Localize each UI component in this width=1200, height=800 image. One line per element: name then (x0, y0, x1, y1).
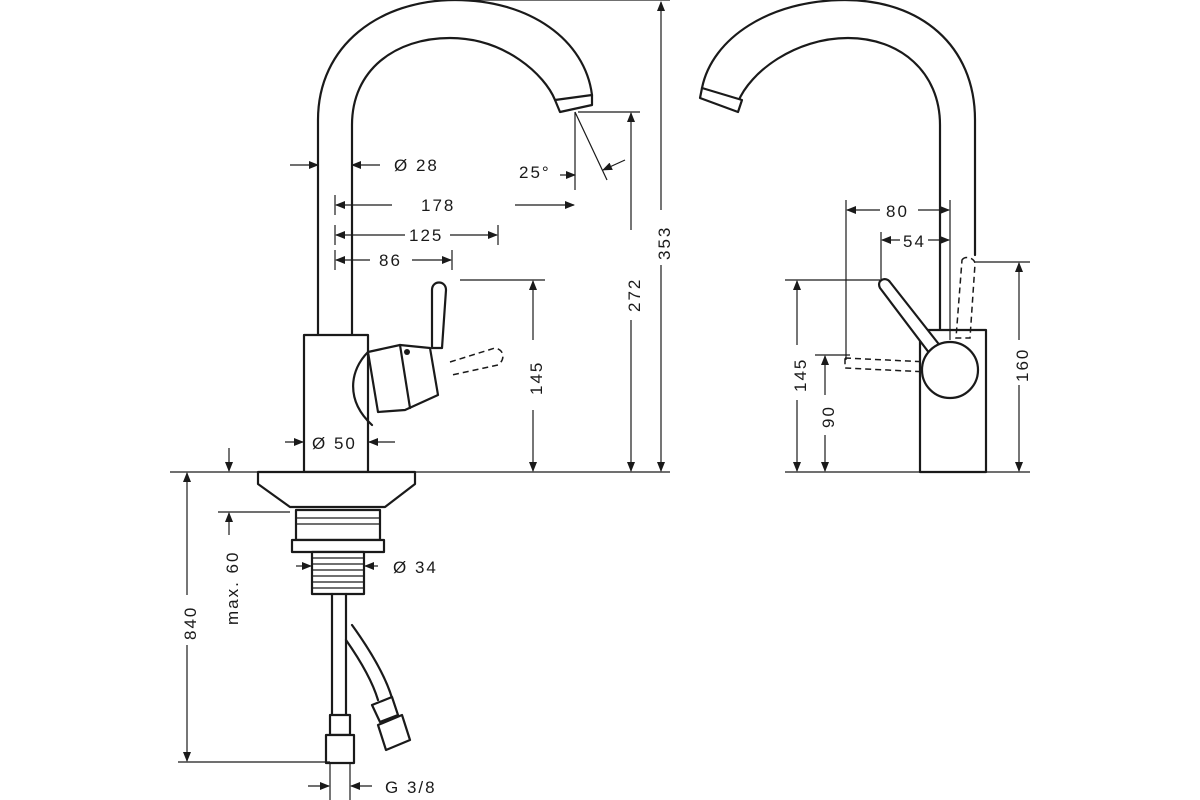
front-lever-handle (878, 278, 947, 364)
handle-offset-label: 86 (379, 251, 402, 270)
cartridge-curve (352, 350, 374, 427)
lever-alt-position (449, 347, 504, 376)
spout-height-label: 272 (625, 278, 644, 312)
front-lever-alt-side (844, 357, 929, 373)
spout-angle-label: 25° (519, 163, 551, 182)
front-spout-outer (700, 0, 977, 257)
spout-diameter-label: Ø 28 (394, 156, 439, 175)
front-spout-tip (698, 86, 744, 114)
handle-reach-label: 125 (409, 226, 443, 245)
front-lever-alt-up (955, 256, 976, 339)
lever-top-height-label: 160 (1013, 348, 1032, 382)
hose-ferrule-straight (328, 713, 352, 737)
mounting-washer (290, 538, 386, 554)
hose-nut-straight (324, 733, 356, 765)
supply-hose-straight (330, 592, 348, 717)
base-plate (256, 470, 417, 509)
max-thickness-label: max. 60 (223, 551, 242, 625)
body-offset-label: 54 (903, 232, 926, 251)
side-view: Ø 28 25° 178 125 86 145 272 (170, 0, 674, 800)
total-height-label: 353 (655, 226, 674, 260)
cartridge-seam (398, 343, 412, 410)
lever-handle (430, 281, 448, 350)
lever-offset-label: 80 (886, 202, 909, 221)
supply-hose-bent (344, 623, 394, 702)
front-view: 80 54 145 90 160 (698, 0, 1032, 474)
lever-pivot-height-label: 90 (819, 405, 838, 428)
body-diameter-label: Ø 50 (312, 434, 357, 453)
front-lever-height-label: 145 (791, 358, 810, 392)
hose-length-label: 840 (181, 606, 200, 640)
front-spout-inner (736, 36, 942, 332)
spout-inner (350, 36, 557, 337)
handle-cartridge (366, 343, 440, 414)
thread-diameter-label: Ø 34 (393, 558, 438, 577)
handle-height-label: 145 (527, 361, 546, 395)
spout-outer (316, 0, 594, 337)
connection-thread-label: G 3/8 (385, 778, 437, 797)
mounting-nut (294, 508, 382, 542)
threaded-rod (310, 550, 366, 596)
indicator-dot (404, 349, 410, 355)
hose-ferrule-bent (370, 695, 400, 724)
front-cartridge (920, 340, 980, 400)
spout-tip (553, 93, 594, 114)
hose-nut-bent (376, 713, 412, 752)
spout-reach-label: 178 (421, 196, 455, 215)
